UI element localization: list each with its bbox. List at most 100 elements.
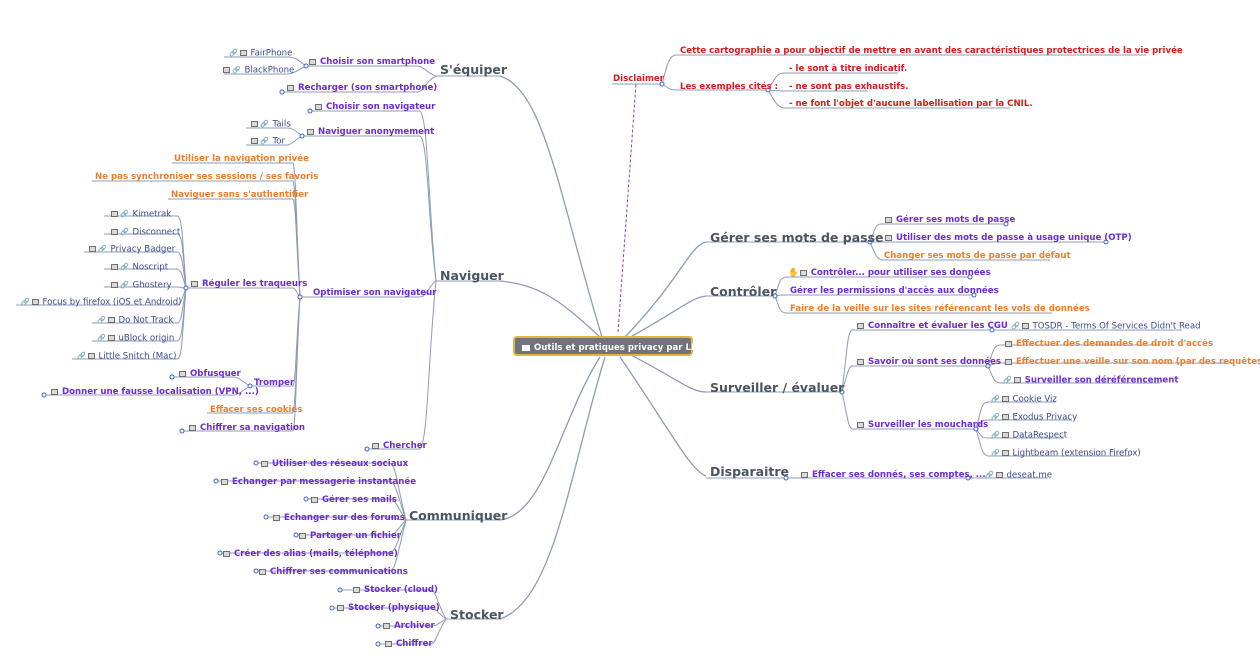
tromper[interactable]: Tromper xyxy=(254,378,295,388)
tracker-label: Kimetrak xyxy=(132,209,172,220)
comm-item[interactable]: Utiliser des réseaux sociaux xyxy=(260,458,408,470)
mouchard-item[interactable]: 🔗 Exodus Privacy xyxy=(990,411,1077,423)
veille-nom-label: Effectuer une veille sur son nom (par de… xyxy=(1016,357,1260,367)
choisir-navigateur[interactable]: Choisir son navigateur xyxy=(314,101,435,113)
tracker-kimetrak[interactable]: 🔗 Kimetrak xyxy=(110,208,171,220)
mdp-item[interactable]: Changer ses mots de passe par défaut xyxy=(884,251,1071,261)
chiffrer-navigation[interactable]: Chiffrer sa navigation xyxy=(188,422,305,434)
controler-item[interactable]: Faire de la veille sur les sites référen… xyxy=(790,304,1090,314)
controler-item[interactable]: Gérer les permissions d'accès aux donnée… xyxy=(790,286,999,296)
fairphone-item[interactable]: 🔗 FairPhone xyxy=(228,47,292,59)
tracker-ublock[interactable]: 🔗 uBlock origin xyxy=(96,332,174,344)
connaitre-cgu[interactable]: Connaître et évaluer les CGU xyxy=(856,320,1008,332)
sans-authentifier[interactable]: Naviguer sans s'authentifier xyxy=(171,190,309,200)
comm-item-label: Créer des alias (mails, téléphone) xyxy=(234,549,398,559)
comm-item[interactable]: Chiffrer ses communications xyxy=(258,566,408,578)
disclaimer-line[interactable]: Cette cartographie a pour objectif de me… xyxy=(680,46,1183,56)
note-icon xyxy=(522,344,530,351)
note-icon xyxy=(857,358,864,365)
deseat-item[interactable]: 🔗 deseat.me xyxy=(984,469,1052,481)
comm-item[interactable]: Echanger sur des forums xyxy=(272,512,405,524)
disclaimer-sub[interactable]: - le sont à titre indicatif. xyxy=(789,64,908,74)
branch-communiquer[interactable]: Communiquer xyxy=(409,508,508,523)
mouchard-item[interactable]: 🔗 Lightbeam (extension Firefox) xyxy=(990,447,1141,459)
optimiser-navigateur[interactable]: Optimiser son navigateur xyxy=(313,288,437,298)
tracker-focus[interactable]: 🔗 Focus by firefox (iOS et Android) xyxy=(20,296,182,308)
comm-item[interactable]: Créer des alias (mails, téléphone) xyxy=(222,548,398,560)
fausse-localisation-label: Donner une fausse localisation (VPN, ...… xyxy=(62,387,259,397)
mdp-item[interactable]: Gérer ses mots de passe xyxy=(884,214,1015,226)
naviguer-anonymement[interactable]: Naviguer anonymement xyxy=(306,126,434,138)
tracker-little-snitch[interactable]: 🔗 Little Snitch (Mac) xyxy=(76,350,176,362)
link-icon: 🔗 xyxy=(77,352,86,360)
mouchard-item[interactable]: 🔗 Cookie Viz xyxy=(990,393,1057,405)
note-icon xyxy=(51,388,58,395)
effacer-cookies[interactable]: Effacer ses cookies xyxy=(210,405,303,415)
fausse-localisation[interactable]: Donner une fausse localisation (VPN, ...… xyxy=(50,386,259,398)
savoir-donnees[interactable]: Savoir où sont ses données xyxy=(856,356,1001,368)
mouchard-item[interactable]: 🔗 DataRespect xyxy=(990,429,1067,441)
stocker-item[interactable]: Archiver xyxy=(382,620,435,632)
comm-item[interactable]: Partager un fichier xyxy=(298,530,401,542)
link-icon: 🔗 xyxy=(1003,376,1012,384)
surveiller-mouchards[interactable]: Surveiller les mouchards xyxy=(856,419,988,431)
stocker-item-label: Stocker (cloud) xyxy=(364,585,438,595)
stocker-item[interactable]: Chiffrer xyxy=(384,638,433,650)
branch-surveiller[interactable]: Surveiller / évaluer xyxy=(710,380,845,395)
tracker-privacy-badger[interactable]: 🔗 Privacy Badger xyxy=(88,243,175,255)
reguler-traqueurs[interactable]: Réguler les traqueurs xyxy=(190,278,307,290)
note-icon xyxy=(87,353,95,359)
stocker-item[interactable]: Stocker (physique) xyxy=(336,602,440,614)
tracker-label: Do Not Track xyxy=(118,315,174,326)
stocker-item-label: Chiffrer xyxy=(396,639,433,649)
tracker-label: Little Snitch (Mac) xyxy=(98,351,177,362)
central-topic[interactable]: Outils et pratiques privacy par LINC xyxy=(513,336,708,356)
note-icon xyxy=(191,280,198,287)
branch-mots-de-passe[interactable]: Gérer ses mots de passe xyxy=(710,230,884,245)
comm-item[interactable]: Echanger par messagerie instantanée xyxy=(220,476,416,488)
choisir-navigateur-label: Choisir son navigateur xyxy=(326,102,436,112)
note-icon xyxy=(353,586,360,593)
navigation-privee[interactable]: Utiliser la navigation privée xyxy=(174,154,309,164)
branch-stocker[interactable]: Stocker xyxy=(450,607,504,622)
tracker-label: Ghostery xyxy=(132,280,172,291)
exemples-cites[interactable]: Les exemples cités : xyxy=(680,82,779,92)
tracker-do-not-track[interactable]: 🔗 Do Not Track xyxy=(96,314,173,326)
disclaimer-sub[interactable]: - ne sont pas exhaustifs. xyxy=(789,82,909,92)
veille-nom[interactable]: Effectuer une veille sur son nom (par de… xyxy=(1004,356,1260,368)
stocker-item[interactable]: Stocker (cloud) xyxy=(352,584,438,596)
tracker-disconnect[interactable]: 🔗 Disconnect xyxy=(110,226,180,238)
droit-acces[interactable]: Effectuer des demandes de droit d'accès xyxy=(1004,338,1213,350)
link-icon: 🔗 xyxy=(21,298,30,306)
disclaimer-sub[interactable]: - ne font l'objet d'aucune labellisation… xyxy=(789,99,1033,109)
note-icon xyxy=(111,282,118,288)
link-icon: 🔗 xyxy=(1011,322,1020,330)
branch-naviguer[interactable]: Naviguer xyxy=(440,268,504,283)
tosdr-item[interactable]: 🔗 TOSDR - Terms Of Services Didn't Read xyxy=(1010,320,1201,332)
branch-sequiper[interactable]: S'équiper xyxy=(440,62,508,77)
branch-disparaitre[interactable]: Disparaitre xyxy=(710,464,789,479)
droit-acces-label: Effectuer des demandes de droit d'accès xyxy=(1016,339,1214,349)
chiffrer-navigation-label: Chiffrer sa navigation xyxy=(200,423,306,433)
blackphone-item[interactable]: 🔗 BlackPhone xyxy=(222,64,294,76)
controler-item[interactable]: ✋ Contrôler... pour utiliser ses données xyxy=(788,267,991,279)
tor-item[interactable]: 🔗 Tor xyxy=(250,135,285,147)
ne-pas-synchroniser[interactable]: Ne pas synchroniser ses sessions / ses f… xyxy=(95,172,319,182)
chercher[interactable]: Chercher xyxy=(371,440,427,452)
branch-controler[interactable]: Contrôler xyxy=(710,284,777,299)
mdp-item[interactable]: Utiliser des mots de passe à usage uniqu… xyxy=(884,232,1132,244)
tracker-noscript[interactable]: 🔗 Noscript xyxy=(110,261,168,273)
naviguer-anonymement-label: Naviguer anonymement xyxy=(318,127,435,137)
note-icon xyxy=(259,568,266,575)
choisir-smartphone[interactable]: Choisir son smartphone xyxy=(308,56,435,68)
dereferencement[interactable]: 🔗 Surveiller son déréférencement xyxy=(1002,374,1178,386)
recharger-item[interactable]: Recharger (son smartphone) xyxy=(286,82,437,94)
note-icon xyxy=(221,478,228,485)
effacer-donnees[interactable]: Effacer ses donnés, ses comptes, ... xyxy=(800,469,986,481)
tracker-ghostery[interactable]: 🔗 Ghostery xyxy=(110,279,172,291)
disclaimer[interactable]: Disclaimer xyxy=(613,74,665,84)
comm-item-label: Chiffrer ses communications xyxy=(270,567,408,577)
tails-item[interactable]: 🔗 Tails xyxy=(250,118,291,130)
obfusquer[interactable]: Obfusquer xyxy=(178,368,241,380)
comm-item[interactable]: Gérer ses mails xyxy=(310,494,397,506)
